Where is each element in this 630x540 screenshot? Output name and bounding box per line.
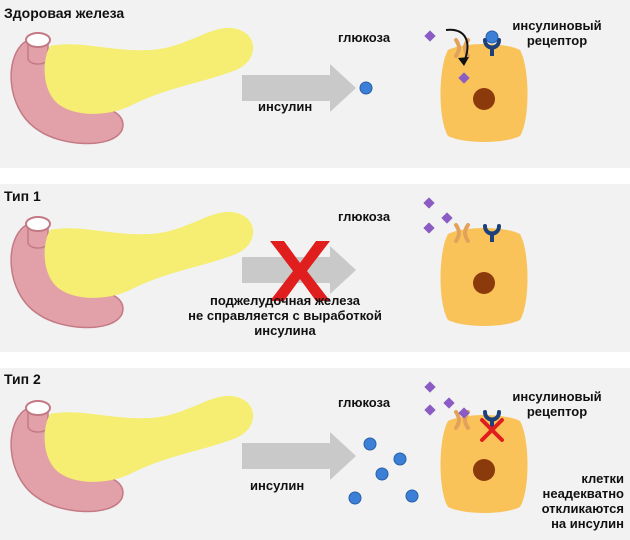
note-type1-line-3: инсулина <box>254 323 316 338</box>
insulin-receptor-type2 <box>483 410 501 428</box>
row-title-type2: Тип 2 <box>4 371 41 387</box>
arrow-label-insulin-healthy: инсулин <box>258 99 313 114</box>
insulin-receptor-healthy <box>483 38 501 56</box>
insulin-molecule-healthy <box>359 81 373 95</box>
note-type2-line-2: неадекватно <box>542 486 624 501</box>
duodenum-opening <box>25 32 51 48</box>
glucose-type1-1 <box>423 197 435 209</box>
glucose-transporter-icon <box>454 223 470 243</box>
receptor-label-line-1: инсулиновый <box>512 389 602 404</box>
cell-type1 <box>440 228 528 326</box>
note-type2-line-1: клетки <box>581 471 624 486</box>
insulin-molecule-type2-5 <box>405 489 419 503</box>
row-title-healthy: Здоровая железа <box>4 5 125 21</box>
pancreas-type2 <box>10 395 254 513</box>
note-type1: поджелудочная железа не справляется с вы… <box>150 293 420 338</box>
arrow-label-insulin-type2: инсулин <box>250 478 305 493</box>
cell-type2 <box>440 415 528 513</box>
arrow-shape <box>242 64 356 112</box>
note-type1-line-1: поджелудочная железа <box>210 293 360 308</box>
receptor-label-line-2: рецептор <box>526 33 588 48</box>
glucose-type2-3 <box>443 397 455 409</box>
arrow-healthy <box>242 64 356 112</box>
insulin-receptor-type1 <box>483 224 501 242</box>
glucose-entry-arrowhead <box>458 57 469 66</box>
insulin-bound-healthy <box>485 30 499 44</box>
glucose-type2-1 <box>424 381 436 393</box>
note-type1-line-2: не справляется с выработкой <box>188 308 382 323</box>
glucose-type2-2 <box>424 404 436 416</box>
receptor-label-line-2: рецептор <box>526 404 588 419</box>
cell-nucleus <box>473 272 495 294</box>
glucose-label-type1: глюкоза <box>338 209 391 224</box>
pancreas-healthy <box>10 27 254 145</box>
insulin-molecule-type2-4 <box>348 491 362 505</box>
glucose-transporter-type1 <box>454 223 470 243</box>
receptor-label-healthy: инсулиновый рецептор <box>498 18 616 48</box>
note-type2-line-4: на инсулин <box>551 516 624 531</box>
insulin-molecule-type2-3 <box>375 467 389 481</box>
duodenum-opening <box>25 216 51 232</box>
duodenum-opening <box>25 400 51 416</box>
receptor-label-type2: инсулиновый рецептор <box>498 389 616 419</box>
glucose-type2-4 <box>458 407 470 419</box>
pancreas-gland <box>44 395 254 482</box>
note-type2-line-3: откликаются <box>541 501 624 516</box>
glucose-label-healthy: глюкоза <box>338 30 391 45</box>
glucose-type1-3 <box>423 222 435 234</box>
pancreas-gland <box>44 211 254 298</box>
blocked-receptor-cross-icon <box>480 418 504 442</box>
insulin-molecule-type2-2 <box>393 452 407 466</box>
glucose-label-type2: глюкоза <box>338 395 391 410</box>
receptor-label-line-1: инсулиновый <box>512 18 602 33</box>
glucose-type1-2 <box>441 212 453 224</box>
pancreas-type1 <box>10 211 254 329</box>
arrow-shape <box>242 432 356 480</box>
arrow-type2 <box>242 432 356 480</box>
cell-healthy <box>440 44 528 142</box>
cell-nucleus <box>473 459 495 481</box>
note-type2: клетки неадекватно откликаются на инсули… <box>510 471 624 531</box>
cell-nucleus <box>473 88 495 110</box>
no-insulin-cross-icon <box>270 241 330 301</box>
insulin-molecule-type2-1 <box>363 437 377 451</box>
pancreas-gland <box>44 27 254 114</box>
glucose-entry-arrow <box>445 28 469 63</box>
row-title-type1: Тип 1 <box>4 188 41 204</box>
